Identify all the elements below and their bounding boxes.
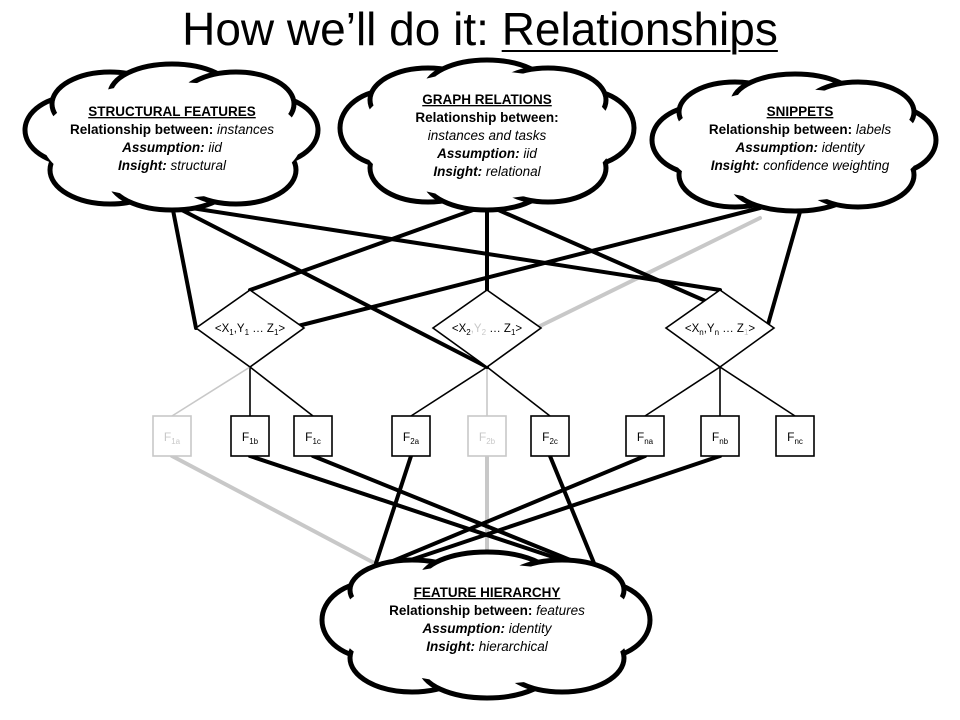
feature-box: F1b	[230, 415, 270, 457]
graph-relationship-label: Relationship between:	[415, 110, 558, 125]
graph-relationship-value: instances and tasks	[428, 128, 547, 143]
link-snippets-instance1	[288, 206, 762, 330]
structural-insight: Insight: structural	[118, 158, 227, 173]
link-f1b-hierarchy	[248, 454, 600, 574]
link-instance2-f2a	[410, 366, 488, 417]
instance-diamond: <Xn,Yn … Z1>	[664, 289, 776, 368]
instance-label: <X1,Y1 … Z1>	[215, 323, 286, 337]
feature-label: Fna	[637, 430, 654, 446]
feature-box: Fnb	[700, 415, 740, 457]
instance-diamond: <X1,Y1 … Z1>	[194, 289, 306, 368]
feature-box: F1a	[152, 415, 192, 457]
link-f2a-hierarchy	[374, 454, 413, 565]
link-structural-instance1	[170, 203, 198, 330]
title-prefix: How we’ll do it:	[182, 3, 502, 55]
cloud-snippets: SNIPPETS Relationship between: labels As…	[649, 71, 939, 214]
instance-label: <X2,Y2 … Z1>	[452, 323, 523, 337]
graph-heading: GRAPH RELATIONS	[422, 92, 552, 107]
link-instance1-f1c	[249, 366, 314, 417]
hierarchy-relationship: Relationship between: features	[389, 603, 585, 618]
link-fna-hierarchy	[374, 454, 647, 570]
hierarchy-heading: FEATURE HIERARCHY	[414, 585, 561, 600]
feature-label: F1a	[164, 430, 181, 446]
snippets-insight: Insight: confidence weighting	[711, 158, 890, 173]
cloud-graph-relations: GRAPH RELATIONS Relationship between: in…	[337, 57, 637, 213]
link-structural-instance2	[170, 203, 489, 369]
link-instance1-f1a	[171, 366, 251, 417]
graph-insight: Insight: relational	[433, 164, 541, 179]
structural-assumption: Assumption: iid	[121, 140, 222, 155]
link-instance2-f2c	[486, 366, 551, 417]
link-f2c-hierarchy	[548, 454, 598, 570]
link-instance3-fnc	[719, 366, 796, 417]
cloud-structural-features: STRUCTURAL FEATURES Relationship between…	[22, 61, 321, 213]
feature-box: F2c	[530, 415, 570, 457]
instance-diamond: <X2,Y2 … Z1>	[431, 289, 543, 368]
graph-assumption: Assumption: iid	[436, 146, 537, 161]
feature-box: F2a	[391, 415, 431, 457]
structural-relationship: Relationship between: instances	[70, 122, 274, 137]
snippets-assumption: Assumption: identity	[734, 140, 865, 155]
link-f1a-hierarchy	[170, 454, 380, 567]
snippets-heading: SNIPPETS	[767, 104, 834, 119]
cloud-feature-hierarchy: FEATURE HIERARCHY Relationship between: …	[319, 549, 653, 701]
feature-label: F2a	[403, 430, 420, 446]
feature-label: F2b	[479, 430, 496, 446]
link-fnb-hierarchy	[370, 454, 722, 575]
feature-label: F1b	[242, 430, 259, 446]
link-structural-instance3	[170, 203, 722, 292]
feature-label: Fnc	[787, 430, 803, 446]
instance-label: <Xn,Yn … Z1>	[685, 323, 756, 337]
connector-lines	[170, 203, 802, 575]
feature-label: F1c	[305, 430, 321, 446]
feature-box: F2b	[467, 415, 507, 457]
hierarchy-insight: Insight: hierarchical	[426, 639, 549, 654]
link-graph-instance1	[248, 203, 489, 292]
link-snippets-instance3	[765, 210, 802, 330]
feature-label: F2c	[542, 430, 558, 446]
link-f1c-hierarchy	[311, 454, 602, 574]
slide-title: How we’ll do it: Relationships	[0, 2, 960, 56]
structural-heading: STRUCTURAL FEATURES	[88, 104, 256, 119]
title-emphasis: Relationships	[501, 3, 778, 55]
feature-label: Fnb	[712, 430, 729, 446]
feature-box: F1c	[293, 415, 333, 457]
feature-box: Fnc	[775, 415, 815, 457]
feature-box: Fna	[625, 415, 665, 457]
link-snippets-instance2	[534, 216, 762, 330]
link-instance3-fna	[644, 366, 721, 417]
snippets-relationship: Relationship between: labels	[709, 122, 892, 137]
hierarchy-assumption: Assumption: identity	[421, 621, 552, 636]
